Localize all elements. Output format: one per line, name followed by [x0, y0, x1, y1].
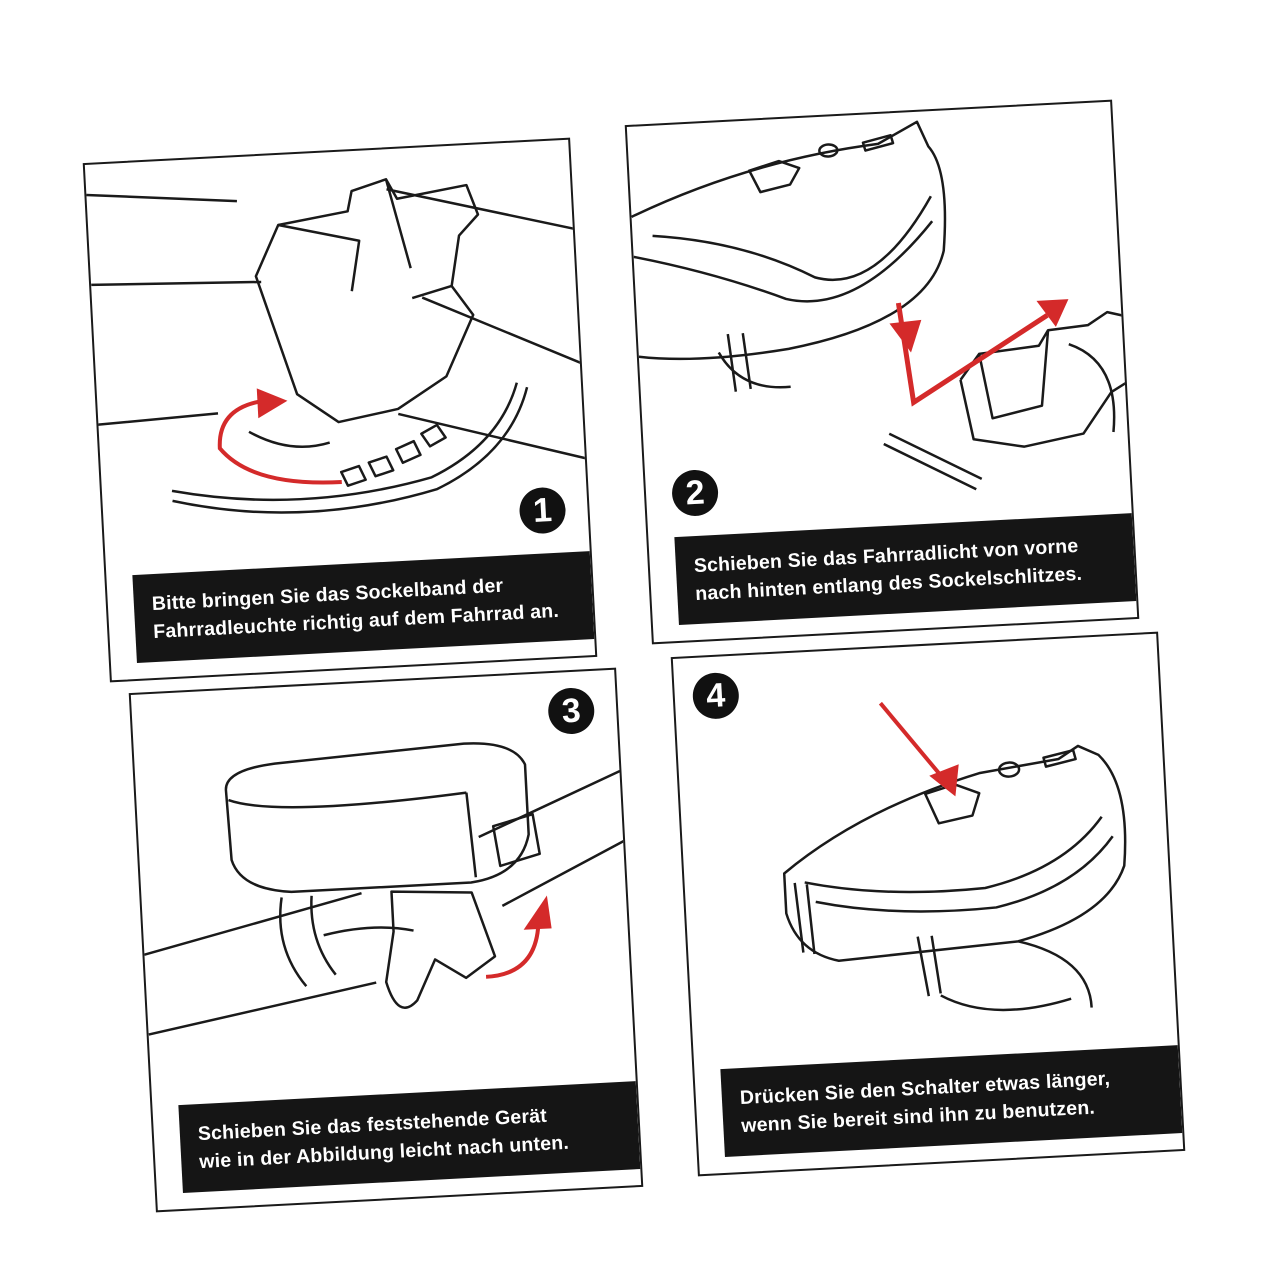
mount-strap — [940, 940, 1093, 1012]
step-1-illustration — [86, 178, 590, 514]
step-caption: Schieben Sie das Fahrradlicht von vorne … — [674, 513, 1137, 625]
mount-bracket — [384, 890, 497, 1009]
step-panel-1: 1 Bitte bringen Sie das Sockelband der F… — [82, 137, 598, 683]
step-caption: Bitte bringen Sie das Sockelband der Fah… — [132, 551, 595, 663]
arrow-head — [256, 388, 288, 419]
light-lens — [491, 812, 541, 868]
step-panel-4: 4 Drücken Sie den Schalter etwas länger,… — [670, 631, 1186, 1177]
step-2-illustration — [630, 120, 1130, 491]
step-caption: Schieben Sie das feststehende Gerät wie … — [178, 1081, 641, 1193]
handlebar-tube — [144, 768, 628, 1036]
step-panel-2: 2 Schieben Sie das Fahrradlicht von vorn… — [624, 99, 1140, 645]
step-caption: Drücken Sie den Schalter etwas länger, w… — [720, 1045, 1183, 1157]
bike-light-body — [630, 120, 947, 361]
bike-light-body — [782, 744, 1127, 962]
power-button — [748, 159, 801, 194]
step-panel-3: 3 Schieben Sie das feststehende Gerät wi… — [128, 667, 644, 1213]
rotate-arrow — [217, 399, 342, 485]
push-arrow — [485, 923, 541, 979]
slide-arrow — [895, 302, 1049, 407]
handlebar-tube — [86, 188, 585, 366]
mount-bracket — [959, 310, 1130, 448]
mount-bracket — [254, 178, 480, 424]
step-3-illustration — [144, 742, 628, 1036]
press-arrow — [878, 701, 947, 782]
step-4-illustration — [782, 701, 1127, 1012]
rubber-strap — [171, 382, 519, 502]
bike-light-body — [224, 742, 530, 894]
